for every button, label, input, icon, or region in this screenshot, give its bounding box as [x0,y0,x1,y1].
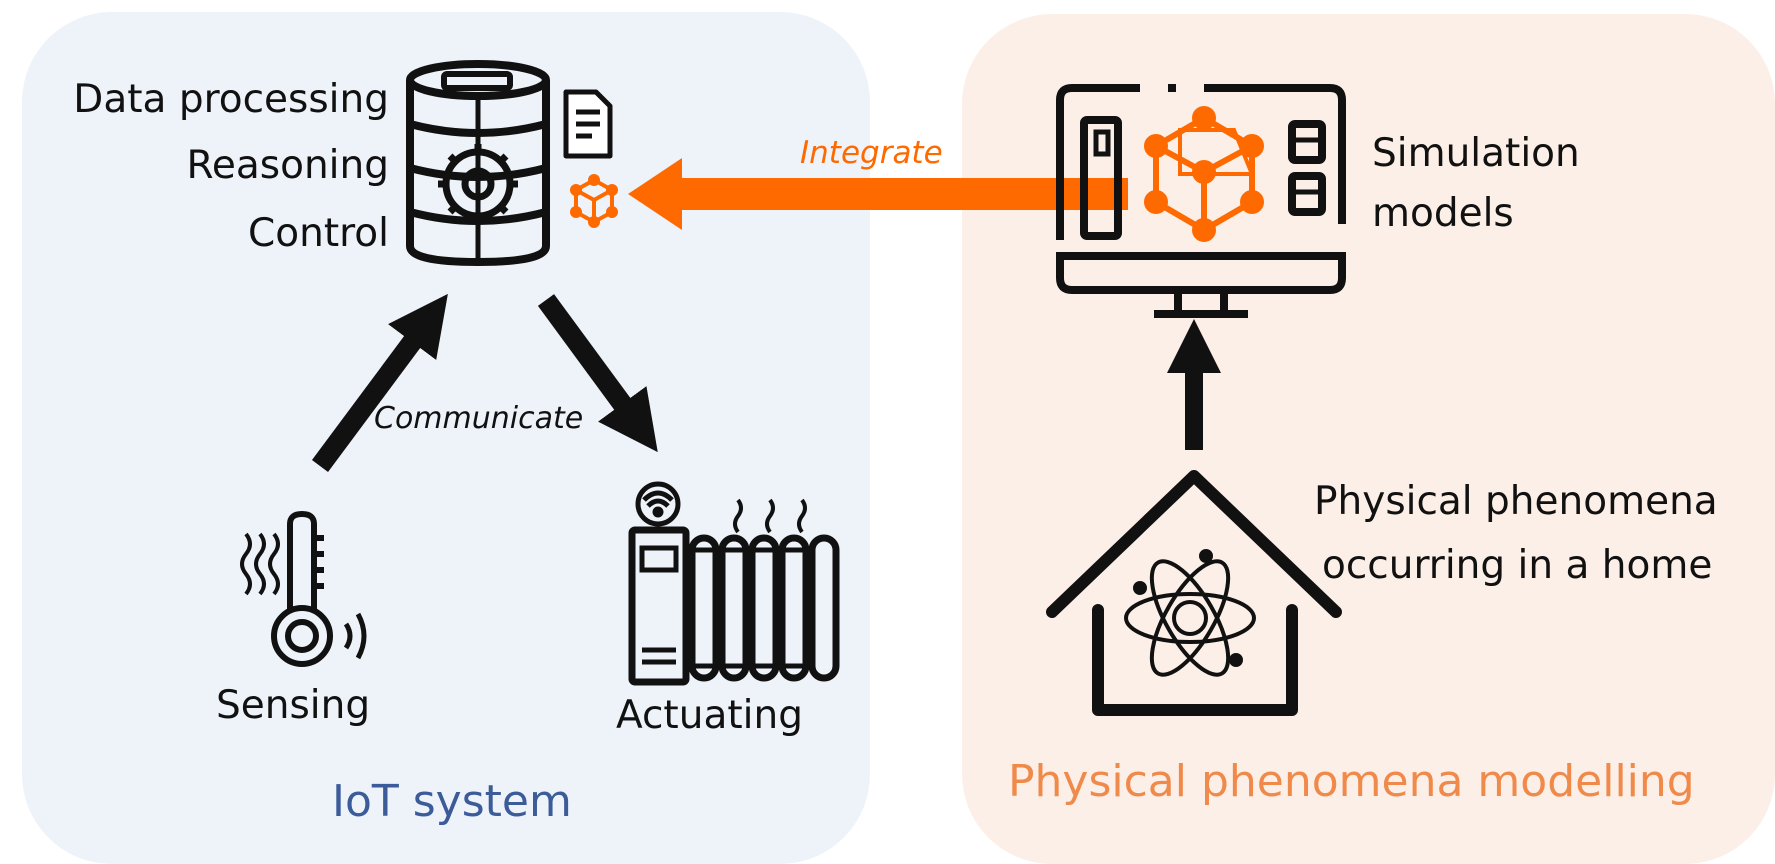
iot-system-panel [22,12,870,864]
radiator-icon [628,498,840,686]
cube-model-icon [570,174,618,228]
communicate-label: Communicate [374,401,584,436]
server-to-actuating-arrow [537,294,658,453]
house-icon [1046,470,1342,716]
modelling-title: Physical phenomena modelling [1008,756,1695,807]
sensing-label: Sensing [216,683,371,728]
actuating-label: Actuating [616,693,803,738]
phenomena-label-line1: Physical phenomena [1314,479,1718,524]
thermometer-icon [240,510,367,667]
integrate-arrow [628,158,1128,230]
monitor-icon [1056,84,1346,318]
sensing-to-server-arrow [311,293,448,472]
database-server-icon [406,60,613,266]
integrate-label: Integrate [800,135,943,171]
simulation-label-line2: models [1372,191,1514,236]
atom-icon [1124,549,1256,677]
cube-model-icon [1144,106,1264,242]
phenomena-label-line2: occurring in a home [1322,543,1713,588]
server-label-data-processing: Data processing [73,77,389,122]
iot-system-title: IoT system [332,776,572,827]
wifi-icon [635,481,681,527]
document-icon [563,89,613,159]
simulation-label-line1: Simulation [1372,131,1580,176]
server-label-control: Control [248,211,389,256]
server-label-reasoning: Reasoning [186,143,389,188]
gear-icon [438,144,518,224]
